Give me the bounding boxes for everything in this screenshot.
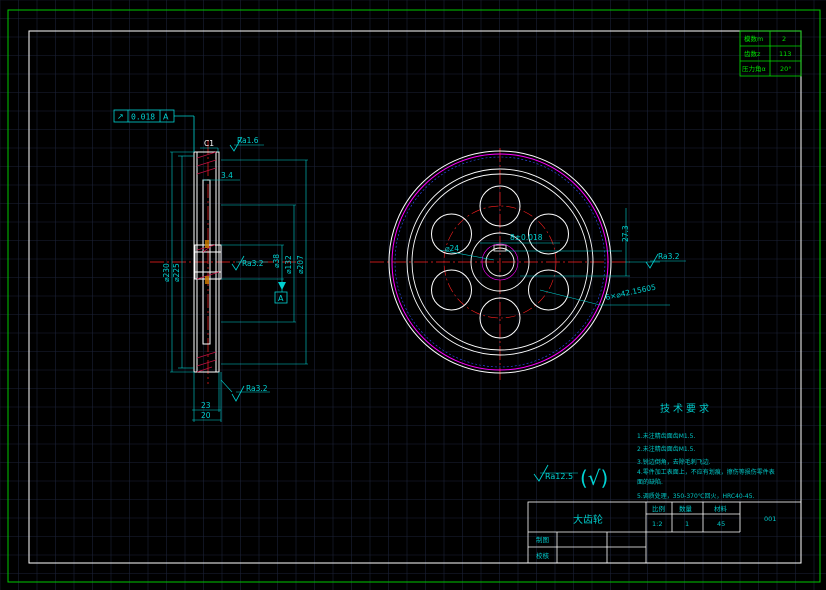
runout-value: 0.018 bbox=[131, 113, 155, 122]
tech-item-3: 3.锐边倒角，去除毛刺飞边. bbox=[637, 458, 711, 466]
runout-tolerance-frame bbox=[113, 109, 195, 152]
param-label-module: 模数m bbox=[744, 34, 763, 43]
title-drawing-number: 001 bbox=[764, 515, 776, 523]
datum-a-label: A bbox=[278, 294, 284, 303]
tech-item-2: 2.未注精齿面齿M1.5. bbox=[637, 445, 695, 453]
lightening-hole bbox=[431, 213, 473, 255]
title-header-qty: 数量 bbox=[679, 504, 693, 513]
dim-keyway-depth: 27.3 bbox=[621, 225, 630, 242]
lightening-hole bbox=[479, 185, 521, 227]
dim-hub-width: 23 bbox=[201, 401, 211, 410]
front-gear-view: ⌀24 8±0.018 27.3 Ra3.2 6×⌀42.15605 bbox=[370, 148, 686, 380]
dim-slot-width: 3.4 bbox=[221, 171, 233, 180]
dim-bore-diameter: ⌀38 bbox=[272, 254, 281, 268]
title-block bbox=[527, 501, 802, 564]
dim-root-diameter: ⌀225 bbox=[172, 263, 181, 282]
lightening-hole bbox=[479, 297, 521, 339]
title-part-name: 大齿轮 bbox=[573, 513, 603, 526]
param-label-teeth: 齿数z bbox=[744, 49, 761, 58]
param-value-module: 2 bbox=[782, 35, 786, 43]
dim-outer-diameter: ⌀230 bbox=[162, 263, 171, 282]
param-label-pressure-angle: 压力角α bbox=[742, 64, 766, 73]
gear-parameter-table bbox=[739, 30, 802, 77]
runout-datum: A bbox=[163, 113, 169, 122]
general-roughness-check: (√) bbox=[580, 466, 608, 490]
param-value-pressure-angle: 20° bbox=[780, 65, 792, 73]
title-val-qty: 1 bbox=[685, 520, 689, 528]
drawing-frame bbox=[28, 30, 802, 564]
lightening-hole bbox=[431, 269, 473, 311]
title-header-ratio: 比例 bbox=[652, 504, 665, 513]
dim-hub-diameter: ⌀132 bbox=[284, 255, 293, 274]
dim-web-diameter: ⌀207 bbox=[296, 255, 305, 274]
tech-heading: 技术要求 bbox=[660, 402, 712, 415]
title-drawn-by: 制图 bbox=[536, 535, 549, 544]
side-section-view: A ↗ 0.018 A C1 Ra1.6 3.4 Ra3.2 Ra3.2 ⌀ bbox=[113, 109, 308, 422]
title-val-material: 45 bbox=[717, 520, 725, 528]
title-val-ratio: 1:2 bbox=[652, 520, 662, 528]
roughness-keyway: Ra3.2 bbox=[658, 252, 680, 261]
general-roughness-value: Ra12.5 bbox=[545, 472, 573, 481]
roughness-ra16: Ra1.6 bbox=[237, 136, 259, 145]
outer-border bbox=[7, 9, 821, 583]
roughness-ra32-bottom: Ra3.2 bbox=[246, 384, 268, 393]
dim-rim-width: 20 bbox=[201, 411, 211, 420]
runout-symbol: ↗ bbox=[117, 112, 124, 121]
title-checked-by: 校核 bbox=[536, 551, 550, 560]
chamfer-c1: C1 bbox=[204, 139, 214, 148]
datum-a-box bbox=[274, 291, 288, 304]
roughness-ra32-mid: Ra3.2 bbox=[242, 259, 264, 268]
tech-item-4b: 面的缺陷. bbox=[637, 478, 663, 486]
param-value-teeth: 113 bbox=[779, 50, 791, 58]
lightening-hole bbox=[527, 269, 569, 311]
technical-requirements: 技术要求 1.未注精齿面齿M1.5. 2.未注精齿面齿M1.5. 3.锐边倒角，… bbox=[637, 402, 775, 500]
dim-keyway-width: 8±0.018 bbox=[510, 233, 543, 242]
tech-item-4: 4.零件加工表面上，不应有划痕，擦伤等损伤零件表 bbox=[637, 468, 775, 476]
title-header-material: 材料 bbox=[714, 504, 728, 513]
tech-item-1: 1.未注精齿面齿M1.5. bbox=[637, 432, 695, 440]
lightening-hole bbox=[527, 213, 569, 255]
dim-bore-circle: ⌀24 bbox=[445, 244, 459, 253]
general-roughness: Ra12.5 (√) bbox=[533, 464, 608, 490]
tech-item-5: 5.调质处理，350-370℃回火，HRC40-45. bbox=[637, 492, 755, 500]
